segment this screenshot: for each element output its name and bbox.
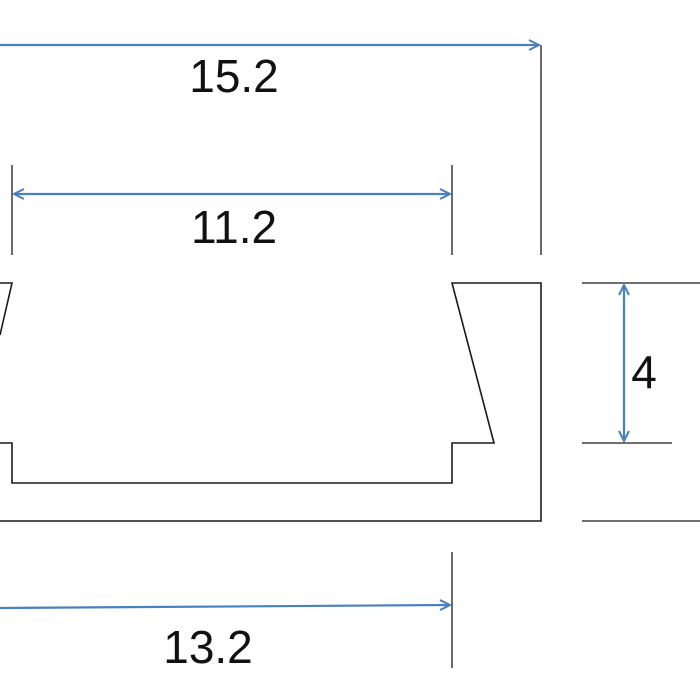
label-bottom-width: 13.2 xyxy=(163,621,253,673)
channel-profile-outline xyxy=(0,282,542,522)
dimension-line-bottom-width xyxy=(0,605,450,608)
label-top-width: 15.2 xyxy=(189,50,279,102)
label-opening-width: 11.2 xyxy=(191,201,277,253)
label-height: 4 xyxy=(631,346,657,398)
